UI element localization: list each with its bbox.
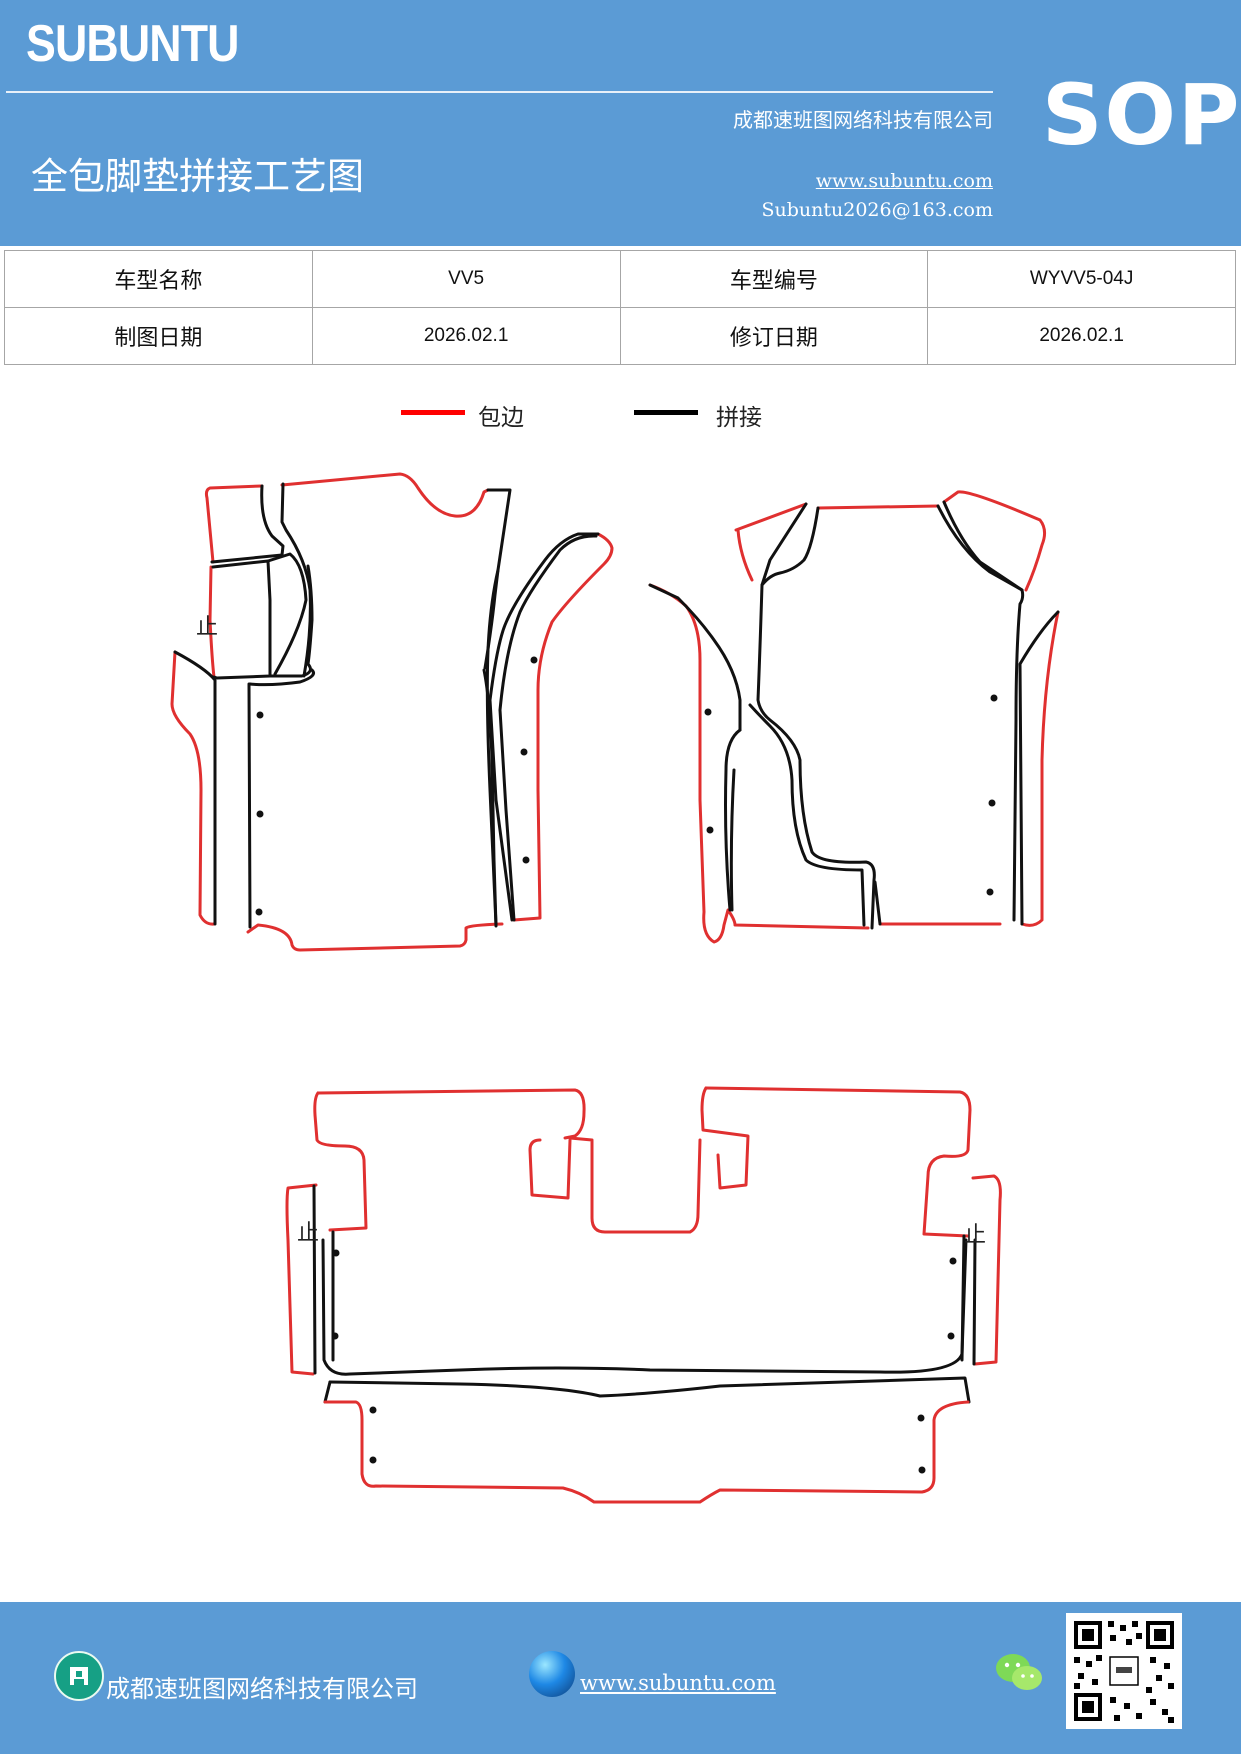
legend-label-seam: 拼接 [716,405,762,431]
value-revision-date: 2026.02.1 [927,307,1236,365]
footer-company: 成都速班图网络科技有限公司 [106,1675,418,1703]
info-table: 车型名称 VV5 车型编号 WYVV5-04J 制图日期 2026.02.1 修… [4,250,1236,365]
header-banner: SUBUNTU SOP 成都速班图网络科技有限公司 全包脚垫拼接工艺图 www.… [0,0,1241,246]
stop-mark: 止 [196,615,218,640]
company-icon [54,1651,104,1701]
label-model-code: 车型编号 [619,250,929,308]
header-email: Subuntu2026@163.com [761,199,993,221]
header-website-link[interactable]: www.subuntu.com [815,170,993,192]
value-model-code: WYVV5-04J [927,250,1236,308]
footer: 成都速班图网络科技有限公司 www.subuntu.com [0,1602,1241,1754]
legend: 包边 拼接 [0,398,1241,438]
table-row: 制图日期 2026.02.1 修订日期 2026.02.1 [4,307,1236,365]
value-model-name: VV5 [311,250,621,308]
stop-mark: 止 [964,1223,986,1248]
legend-swatch-edge [401,410,465,415]
label-drawing-date: 制图日期 [4,307,313,365]
legend-swatch-seam [634,410,698,415]
header-company: 成都速班图网络科技有限公司 [733,108,993,132]
label-model-name: 车型名称 [4,250,313,308]
page-title: 全包脚垫拼接工艺图 [31,155,364,198]
qr-code [1066,1613,1182,1729]
globe-icon [529,1651,575,1697]
doc-type-label: SOP [1042,66,1241,164]
value-drawing-date: 2026.02.1 [311,307,621,365]
table-row: 车型名称 VV5 车型编号 WYVV5-04J [4,250,1236,308]
front-right-mat [648,490,1060,944]
footer-website-link[interactable]: www.subuntu.com [580,1671,776,1695]
label-revision-date: 修订日期 [619,307,929,365]
header-divider [6,91,993,93]
stop-mark: 止 [297,1221,319,1246]
wechat-icon[interactable] [995,1652,1043,1698]
floor-mat-diagram: 止 止 止 [170,472,1060,1504]
rear-mat [285,1086,1002,1504]
brand-logo: SUBUNTU [26,15,239,73]
front-left-mat [170,472,614,952]
legend-label-edge: 包边 [478,405,524,431]
